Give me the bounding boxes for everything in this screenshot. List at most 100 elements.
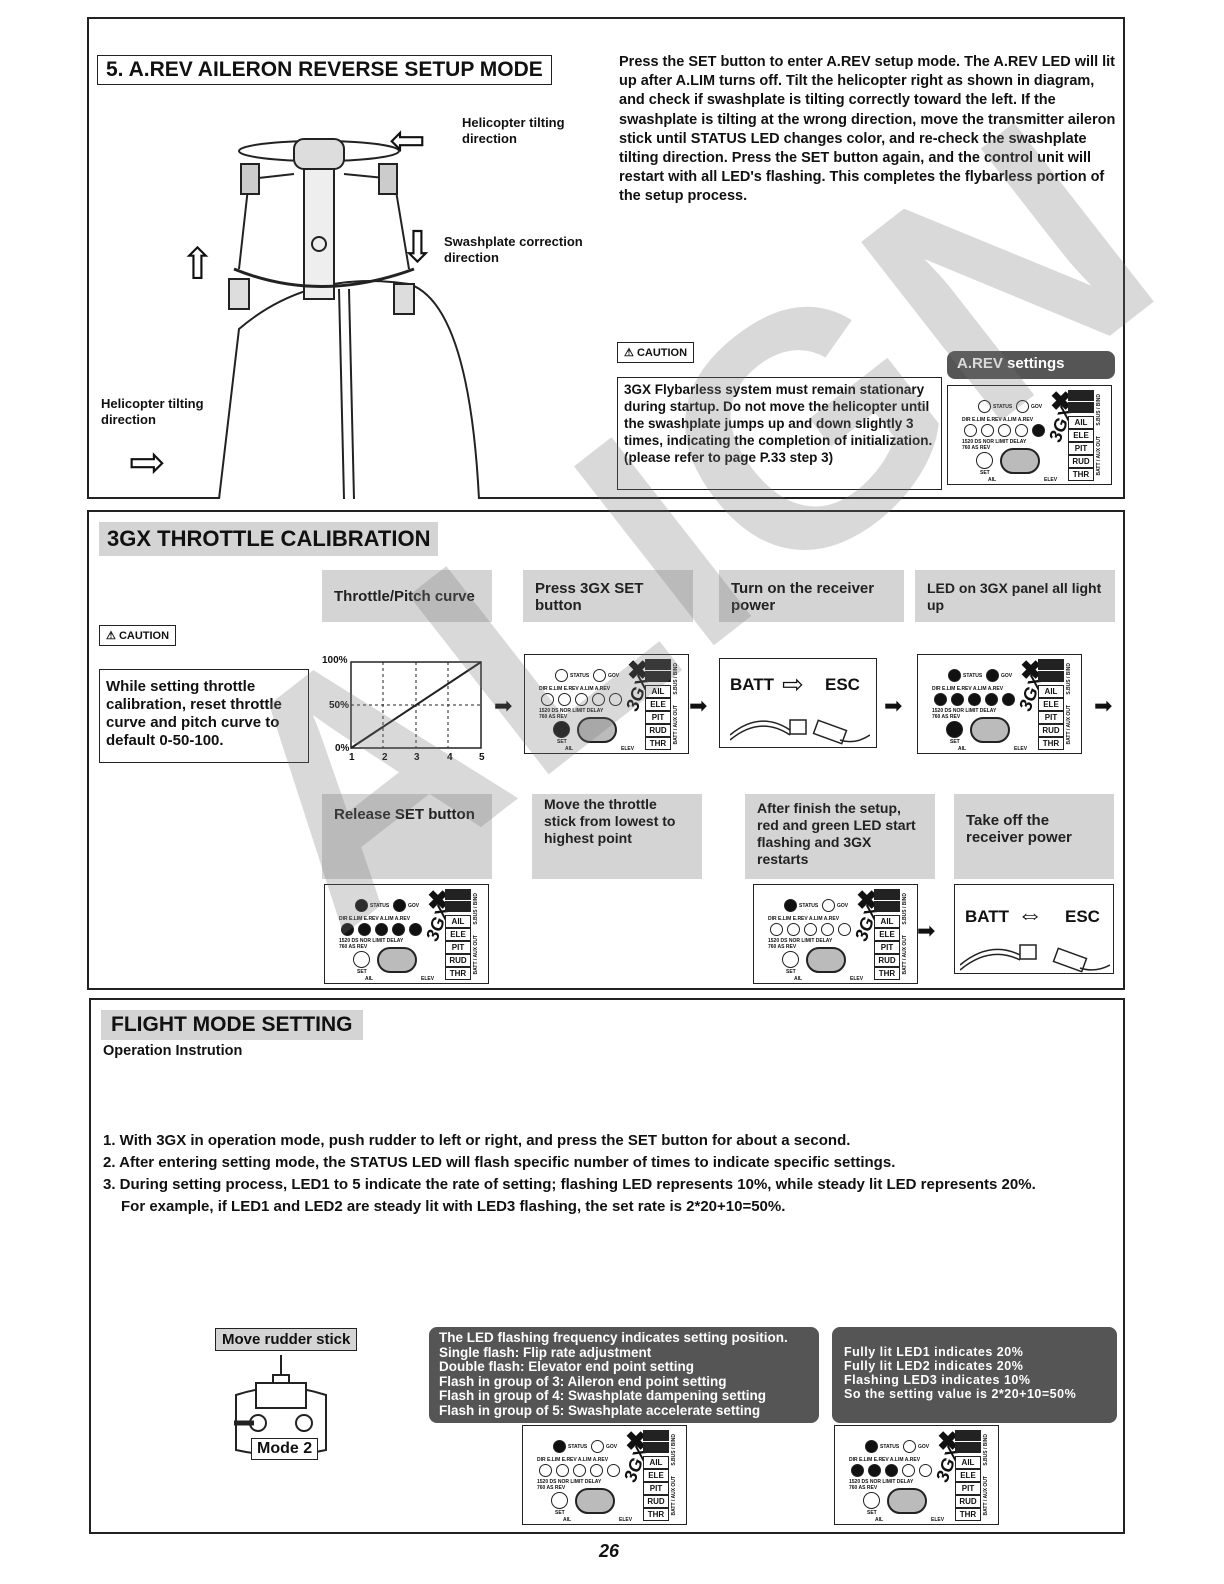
side-label-ail: AIL: [1038, 685, 1064, 698]
throttle-caution-label: CAUTION: [119, 630, 169, 642]
side-label-ele: ELE: [874, 928, 900, 941]
set-label: SET: [867, 1510, 877, 1516]
step-take-off-power: Take off the receiver power: [954, 794, 1114, 879]
batt-aux-label: BATT / AUX OUT: [673, 705, 679, 744]
arev-title-text: 5. A.REV AILERON REVERSE SETUP MODE: [106, 58, 543, 81]
step-receiver-on: Turn on the receiver power: [719, 570, 904, 622]
set-led: [553, 721, 570, 738]
side-label-ail: AIL: [1068, 416, 1094, 429]
port-1: [955, 1430, 981, 1441]
elev-label: ELEV: [619, 1517, 632, 1523]
gov-led: [822, 899, 835, 912]
side-label-thr: THR: [955, 1508, 981, 1521]
gov-label: GOV: [1001, 673, 1012, 679]
side-label-thr: THR: [874, 967, 900, 980]
side-label-ele: ELE: [445, 928, 471, 941]
side-label-pit: PIT: [1038, 711, 1064, 724]
status-label: STATUS: [570, 673, 589, 679]
connector-cable-icon: [960, 935, 1110, 973]
throttle-caution-text: While setting throttle calibration, rese…: [99, 669, 309, 763]
ail-label: AIL: [958, 746, 966, 752]
led-row-labels: DIR E.LIM E.REV A.LIM A.REV: [768, 916, 839, 922]
led-1: [851, 1464, 864, 1477]
led-4: [1015, 424, 1028, 437]
gov-label: GOV: [606, 1444, 617, 1450]
ail-label: AIL: [565, 746, 573, 752]
arev-title: 5. A.REV AILERON REVERSE SETUP MODE: [97, 55, 552, 85]
led-row-values-2: 760 AS REV: [768, 944, 796, 950]
status-label: STATUS: [568, 1444, 587, 1450]
batt-aux-label: BATT / AUX OUT: [473, 935, 479, 974]
side-label-rud: RUD: [643, 1495, 669, 1508]
port-2: [1068, 402, 1094, 413]
set-label: SET: [557, 739, 567, 745]
port-1: [445, 889, 471, 900]
flight-item-1: 1. With 3GX in operation mode, push rudd…: [103, 1130, 1118, 1152]
led-2: [787, 923, 800, 936]
arev-caution-badge: ⚠ CAUTION: [617, 342, 694, 363]
elev-label: ELEV: [850, 976, 863, 982]
led-5: [609, 693, 622, 706]
led-2: [868, 1464, 881, 1477]
example-line-2: Flashing LED3 indicates 10%: [844, 1373, 1105, 1387]
led-1: [770, 923, 783, 936]
gov-led: [591, 1440, 604, 1453]
swash-label: Swashplate correction direction: [444, 234, 604, 266]
side-label-ail: AIL: [955, 1456, 981, 1469]
gov-led: [986, 669, 999, 682]
side-label-rud: RUD: [874, 954, 900, 967]
gx-panel: STATUSGOVDIR E.LIM E.REV A.LIM A.REV1520…: [524, 654, 689, 754]
side-label-ele: ELE: [643, 1469, 669, 1482]
ail-label: AIL: [794, 976, 802, 982]
step-press-set: Press 3GX SET button: [523, 570, 693, 622]
batt-aux-label: BATT / AUX OUT: [671, 1476, 677, 1515]
port-2: [643, 1442, 669, 1453]
led-3: [885, 1464, 898, 1477]
side-label-pit: PIT: [643, 1482, 669, 1495]
curve-y-0: 0%: [335, 743, 349, 754]
set-led: [946, 721, 963, 738]
status-led: [553, 1440, 566, 1453]
throttle-section: 3GX THROTTLE CALIBRATION ⚠ CAUTION While…: [87, 510, 1125, 990]
status-led: [355, 899, 368, 912]
example-line-0: Fully lit LED1 indicates 20%: [844, 1345, 1105, 1359]
freq-line-1: Single flash: Flip rate adjustment: [439, 1346, 809, 1361]
set-led: [782, 951, 799, 968]
esc-label: ESC: [1065, 907, 1100, 927]
page-number: 26: [599, 1541, 619, 1562]
sbus-label: S.BUS / BIND: [673, 663, 679, 695]
freq-line-0: The LED flashing frequency indicates set…: [439, 1331, 809, 1346]
port-2: [874, 901, 900, 912]
arev-caution-label: CAUTION: [637, 347, 687, 359]
elev-label: ELEV: [1044, 477, 1057, 483]
led-5: [1032, 424, 1045, 437]
side-label-ele: ELE: [1068, 429, 1094, 442]
set-label: SET: [950, 739, 960, 745]
side-label-ail: AIL: [645, 685, 671, 698]
led-3: [573, 1464, 586, 1477]
batt-aux-label: BATT / AUX OUT: [983, 1476, 989, 1515]
led-3: [575, 693, 588, 706]
led-4: [985, 693, 998, 706]
helicopter-diagram: [179, 119, 599, 499]
ail-label: AIL: [365, 976, 373, 982]
side-label-rud: RUD: [955, 1495, 981, 1508]
ail-label: AIL: [988, 477, 996, 483]
led-4: [821, 923, 834, 936]
led-3: [804, 923, 817, 936]
sbus-label: S.BUS / BIND: [902, 893, 908, 925]
flight-subtitle: Operation Instrution: [103, 1043, 242, 1059]
esc-label: ESC: [825, 675, 860, 695]
side-label-ele: ELE: [1038, 698, 1064, 711]
set-button: [806, 947, 846, 973]
set-button: [577, 717, 617, 743]
gx-panel: STATUSGOVDIR E.LIM E.REV A.LIM A.REV1520…: [917, 654, 1082, 754]
elev-label: ELEV: [931, 1517, 944, 1523]
curve-x-2: 2: [382, 752, 388, 763]
gov-led: [593, 669, 606, 682]
batt-aux-label: BATT / AUX OUT: [1066, 705, 1072, 744]
flight-item-2: 2. After entering setting mode, the STAT…: [103, 1152, 1118, 1174]
tilt-right-arrow-icon: ⇨: [129, 449, 166, 477]
led-5: [607, 1464, 620, 1477]
led-row-values-2: 760 AS REV: [537, 1485, 565, 1491]
